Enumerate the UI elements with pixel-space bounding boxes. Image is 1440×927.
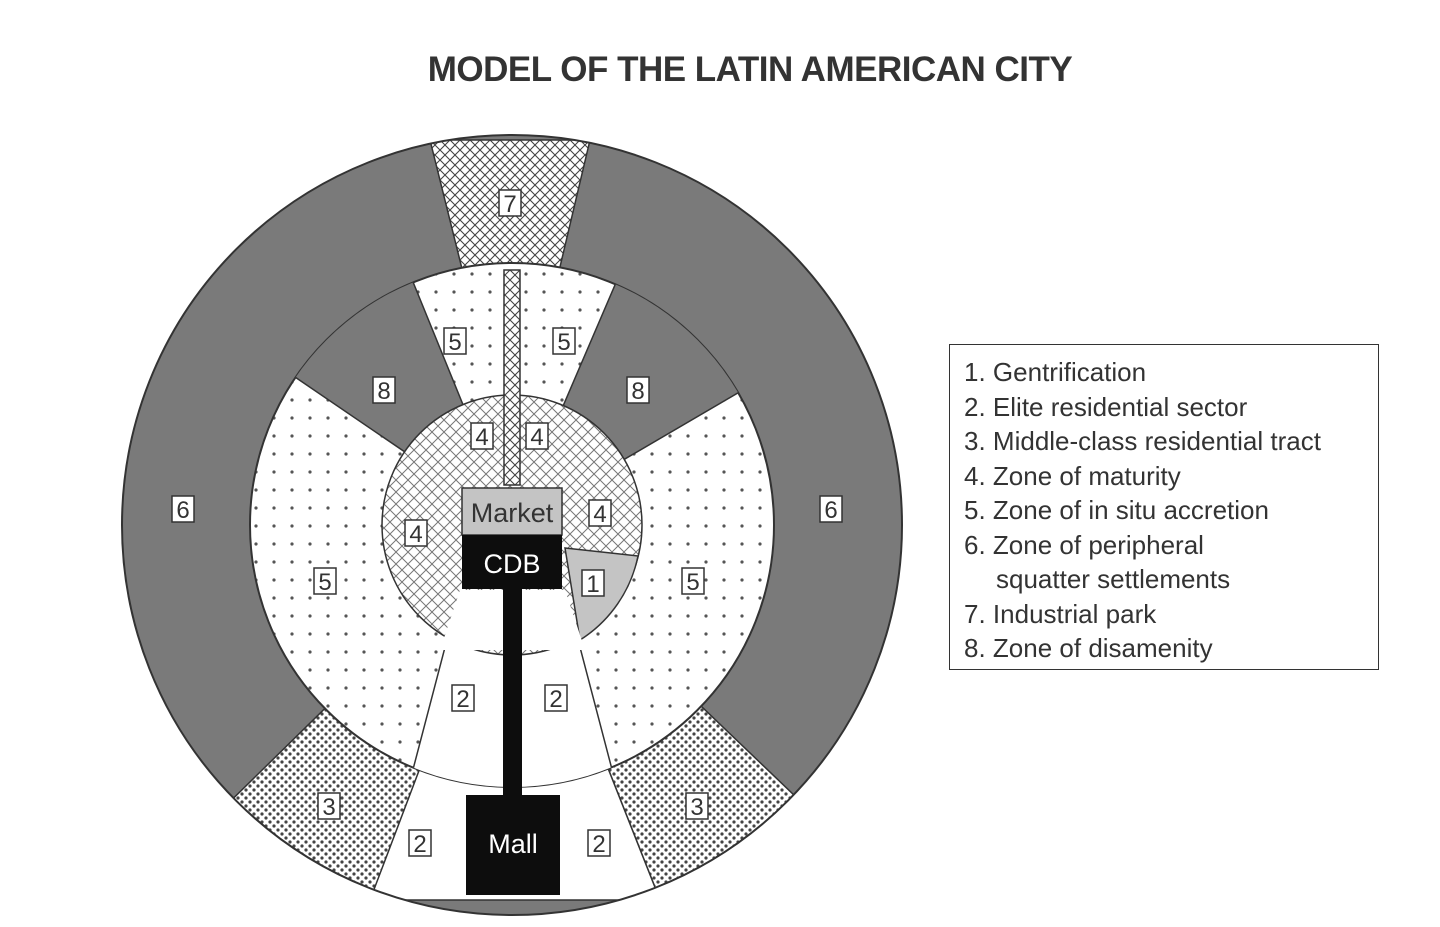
svg-text:2: 2	[592, 831, 605, 858]
market-label: Market	[471, 498, 554, 528]
svg-text:4: 4	[475, 424, 488, 451]
label-7: 7	[498, 189, 522, 218]
industrial-spine	[503, 269, 521, 486]
label-2-mid-left: 2	[451, 684, 475, 713]
city-model-diagram: Market CDB Mall 7 5 5 8 8 4 4 6 6 4 4 1 …	[121, 134, 903, 916]
svg-text:8: 8	[631, 378, 644, 405]
svg-text:2: 2	[456, 686, 469, 713]
legend-item-6: 6. Zone of peripheral	[964, 529, 1204, 560]
svg-text:5: 5	[448, 329, 461, 356]
svg-text:4: 4	[409, 521, 422, 548]
cbd-box	[462, 535, 562, 589]
zone-number-labels: 7 5 5 8 8 4 4 6 6 4 4 1 5 5 2 2 3 3 2 2	[171, 189, 843, 858]
label-4-left: 4	[404, 519, 428, 548]
legend-item-6-continuation: squatter settlements	[996, 564, 1231, 594]
svg-text:5: 5	[318, 569, 331, 596]
market-box	[461, 487, 563, 536]
label-2-mid-right: 2	[544, 684, 568, 713]
svg-text:2: 2	[549, 686, 562, 713]
svg-text:3: 3	[322, 794, 335, 821]
svg-text:3: 3	[690, 794, 703, 821]
svg-text:1: 1	[586, 571, 599, 598]
label-6-right: 6	[819, 495, 843, 524]
label-1: 1	[581, 569, 605, 598]
svg-text:2: 2	[413, 831, 426, 858]
svg-text:5: 5	[686, 569, 699, 596]
legend-item-1: 1. Gentrification	[964, 357, 1147, 387]
legend-item-7: 7. Industrial park	[964, 598, 1157, 629]
label-8-right: 8	[626, 376, 650, 405]
label-5-left: 5	[313, 567, 337, 596]
mall-box	[466, 795, 560, 895]
legend-item-4: 4. Zone of maturity	[964, 460, 1181, 491]
label-5-right: 5	[681, 567, 705, 596]
svg-text:5: 5	[557, 329, 570, 356]
label-6-left: 6	[171, 495, 195, 524]
legend-item-3: 3. Middle-class residential tract	[964, 426, 1321, 456]
label-2-bottom-right: 2	[587, 829, 611, 858]
svg-text:6: 6	[176, 497, 189, 524]
svg-text:8: 8	[377, 378, 390, 405]
diagram-title: MODEL OF THE LATIN AMERICAN CITY	[427, 50, 1073, 89]
label-2-bottom-left: 2	[408, 829, 432, 858]
label-3-left: 3	[317, 792, 341, 821]
legend-item-2: 2. Elite residential sector	[964, 391, 1248, 422]
svg-text:7: 7	[503, 191, 516, 218]
label-4-top-right: 4	[525, 422, 549, 451]
commercial-spine	[503, 589, 522, 799]
label-8-left: 8	[372, 376, 396, 405]
label-4-top-left: 4	[470, 422, 494, 451]
svg-text:6: 6	[824, 497, 837, 524]
legend-item-5: 5. Zone of in situ accretion	[964, 495, 1269, 525]
legend: 1. Gentrification 2. Elite residential s…	[949, 344, 1379, 670]
legend-item-8: 8. Zone of disamenity	[964, 633, 1213, 663]
mall-label: Mall	[488, 829, 538, 859]
label-5-top-left: 5	[443, 327, 467, 356]
svg-text:4: 4	[530, 424, 543, 451]
label-4-right: 4	[588, 499, 612, 528]
label-3-right: 3	[685, 792, 709, 821]
svg-text:4: 4	[593, 501, 606, 528]
label-5-top-right: 5	[552, 327, 576, 356]
cbd-label: CDB	[483, 549, 540, 579]
